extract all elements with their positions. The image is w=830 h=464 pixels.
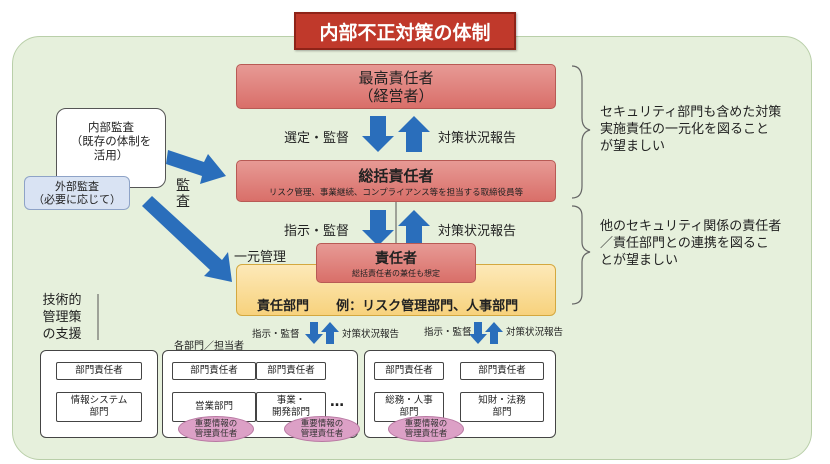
- badge-line-2: 管理責任者: [300, 429, 344, 439]
- instruct-supervise-label: 指示・監督: [284, 224, 350, 239]
- badge-line-2: 管理責任者: [404, 429, 448, 439]
- external-audit-box: 外部監査 （必要に応じて）: [24, 176, 130, 210]
- business-dev-unit-line-2: 開発部門: [271, 407, 310, 418]
- badge-line-1: 重要情報の: [194, 419, 238, 429]
- tech-support-label: 技術的 管理策 の支援: [34, 292, 90, 343]
- top-executive-subtitle: （経営者）: [358, 86, 434, 105]
- responsible-department-example: 例：リスク管理部門、人事部門: [336, 299, 519, 314]
- dept-head-box: 部門責任者: [460, 362, 544, 380]
- note-coordination: 他のセキュリティ関係の責任者 ／責任部門との連携を図るこ とが望ましい: [600, 218, 810, 269]
- general-affairs-hr-unit-line-2: 部門: [399, 407, 419, 418]
- responsible-person-box: 責任者 総括責任者の兼任も想定: [316, 243, 476, 283]
- sub-report-label-right: 対策状況報告: [506, 327, 564, 338]
- internal-audit-note-2: 活用）: [93, 148, 129, 162]
- instruct-supervise-arrow: [362, 210, 394, 246]
- ip-legal-unit: 知財・法務 部門: [460, 392, 544, 422]
- sub-instruct-arrow-left: [305, 322, 323, 344]
- general-affairs-hr-unit-line-1: 総務・人事: [385, 395, 433, 406]
- select-supervise-label: 選定・監督: [284, 131, 350, 146]
- dept-head-box: 部門責任者: [56, 362, 142, 380]
- audit-label: 監査: [176, 178, 190, 210]
- top-executive-title: 最高責任者: [358, 68, 434, 87]
- responsible-person-title: 責任者: [375, 250, 417, 267]
- sub-report-arrow-right: [485, 322, 503, 344]
- note-2-line-1: 他のセキュリティ関係の責任者: [600, 219, 782, 234]
- external-audit-arrow: [142, 196, 232, 282]
- internal-audit-note-1: （既存の体制を: [70, 134, 152, 148]
- general-manager-subtitle: リスク管理、事業継続、コンプライアンス等を担当する取締役員等: [268, 187, 524, 198]
- it-system-unit-line-2: 部門: [89, 407, 109, 418]
- general-manager-box: 総括責任者 リスク管理、事業継続、コンプライアンス等を担当する取締役員等: [236, 160, 556, 202]
- ellipsis: …: [330, 394, 344, 410]
- note-1-line-1: セキュリティ部門も含めた対策: [600, 105, 782, 120]
- external-audit-note: （必要に応じて）: [33, 193, 121, 206]
- sub-report-label-left: 対策状況報告: [342, 329, 400, 340]
- brace-1: [571, 65, 591, 199]
- responsible-person-subtitle: 総括責任者の兼任も想定: [352, 268, 440, 278]
- each-department-label: 各部門／担当者: [174, 341, 244, 352]
- badge-line-1: 重要情報の: [300, 419, 344, 429]
- sub-instruct-arrow-right: [469, 322, 487, 344]
- it-system-unit-line-1: 情報システム: [70, 395, 128, 406]
- internal-audit-title: 内部監査: [88, 120, 134, 134]
- sub-instruct-label-right: 指示・監督: [424, 327, 472, 338]
- note-2-line-3: とが望ましい: [600, 253, 679, 268]
- report-label-1: 対策状況報告: [438, 131, 517, 146]
- ip-legal-unit-line-2: 部門: [492, 407, 512, 418]
- badge-line-2: 管理責任者: [194, 429, 238, 439]
- ip-legal-unit-line-1: 知財・法務: [478, 395, 526, 406]
- dept-head-box: 部門責任者: [374, 362, 444, 380]
- brace-2: [571, 205, 591, 305]
- badge-line-1: 重要情報の: [404, 419, 448, 429]
- unified-management-label: 一元管理: [234, 250, 287, 265]
- select-supervise-arrow: [362, 116, 394, 152]
- responsible-department-label: 責任部門: [257, 299, 310, 314]
- sub-instruct-label-left: 指示・監督: [252, 329, 300, 340]
- it-system-unit: 情報システム 部門: [56, 392, 142, 422]
- dept-head-box: 部門責任者: [256, 362, 326, 380]
- important-info-manager-badge: 重要情報の 管理責任者: [284, 416, 360, 442]
- dept-head-box: 部門責任者: [172, 362, 256, 380]
- important-info-manager-badge: 重要情報の 管理責任者: [388, 416, 464, 442]
- diagram-title: 内部不正対策の体制: [294, 12, 516, 50]
- external-audit-title: 外部監査: [55, 180, 99, 193]
- tech-support-line-2: 管理策: [42, 310, 82, 325]
- important-info-manager-badge: 重要情報の 管理責任者: [178, 416, 254, 442]
- tech-support-line-1: 技術的: [42, 293, 82, 308]
- sub-report-arrow-left: [321, 322, 339, 344]
- report-arrow-up-1: [398, 116, 430, 152]
- note-1-line-3: が望ましい: [600, 139, 666, 154]
- report-label-2: 対策状況報告: [438, 224, 517, 239]
- note-2-line-2: ／責任部門との連携を図るこ: [600, 236, 769, 251]
- note-unification: セキュリティ部門も含めた対策 実施責任の一元化を図ること が望ましい: [600, 104, 810, 155]
- tech-support-line-3: の支援: [42, 327, 82, 342]
- top-executive-box: 最高責任者 （経営者）: [236, 64, 556, 109]
- note-1-line-2: 実施責任の一元化を図ること: [600, 122, 770, 137]
- general-manager-title: 総括責任者: [358, 166, 434, 185]
- business-dev-unit-line-1: 事業・: [276, 395, 306, 406]
- report-arrow-up-2: [398, 210, 430, 246]
- internal-audit-arrow: [166, 150, 226, 184]
